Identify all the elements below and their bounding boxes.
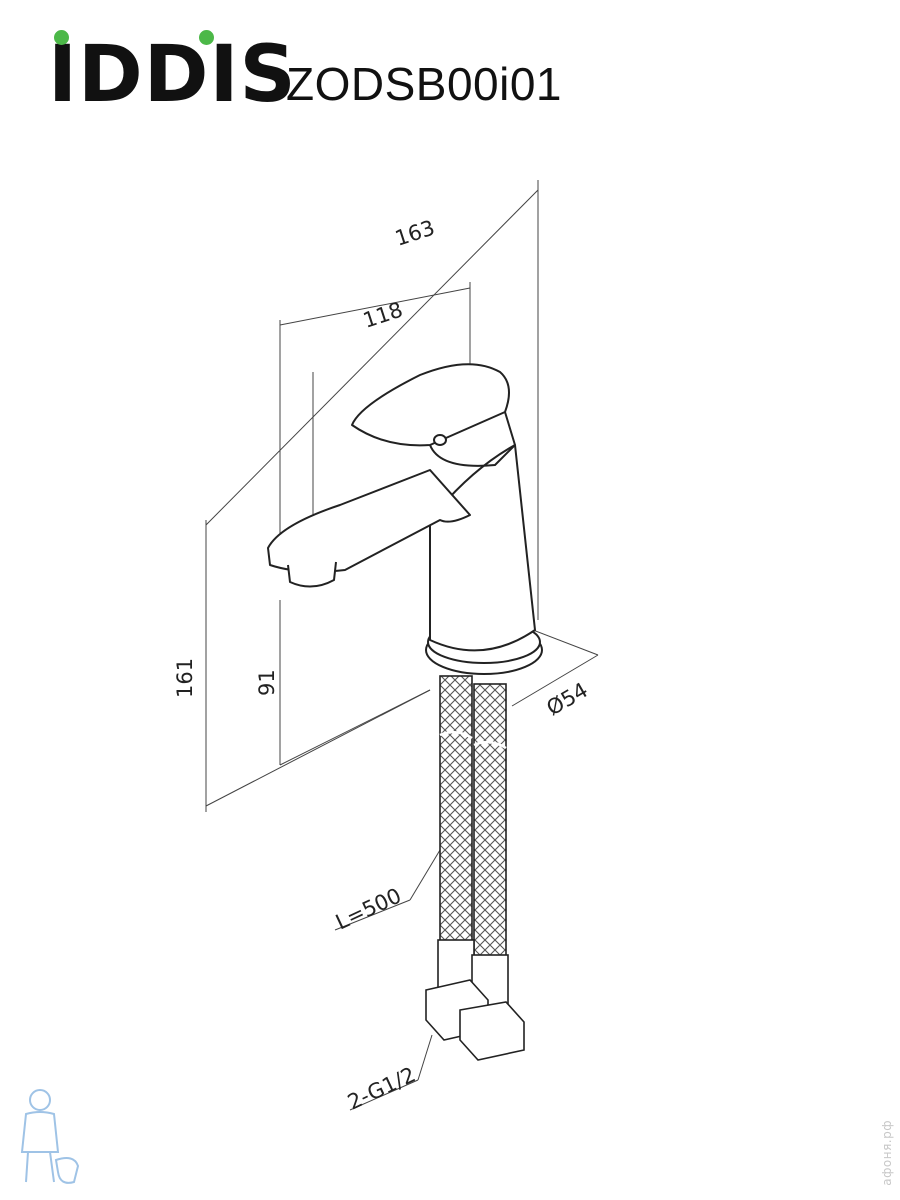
plumber-mascot-icon — [20, 1089, 80, 1184]
dim-total-length: 163 — [392, 216, 438, 251]
dim-total-height: 161 — [173, 658, 197, 698]
faucet-body — [267, 363, 543, 675]
header: IDDIS — [48, 26, 297, 116]
brand-logo: IDDIS — [48, 30, 297, 116]
dim-connection: 2-G1/2 — [344, 1062, 419, 1114]
faucet-handle — [351, 363, 510, 447]
nut-right — [459, 1001, 525, 1061]
dim-spout-height: 91 — [255, 669, 279, 696]
logo-dot-left — [54, 30, 69, 45]
supply-hoses — [425, 675, 525, 1061]
hose-left — [439, 675, 473, 947]
dim-hose-length: L=500 — [332, 883, 405, 934]
faucet-aerator — [287, 561, 337, 588]
handle-pin — [433, 434, 447, 446]
watermark: афоня.рф — [880, 1120, 894, 1186]
faucet-column — [429, 444, 536, 652]
dim-base-diameter: Ø54 — [543, 678, 592, 720]
dimension-lines — [205, 180, 599, 1111]
dim-spout-reach: 118 — [360, 298, 406, 333]
model-number: ZODSB00i01 — [286, 58, 563, 110]
brand-logo-text: IDDIS — [48, 30, 297, 120]
hose-right — [473, 683, 507, 963]
logo-dot-right — [199, 30, 214, 45]
